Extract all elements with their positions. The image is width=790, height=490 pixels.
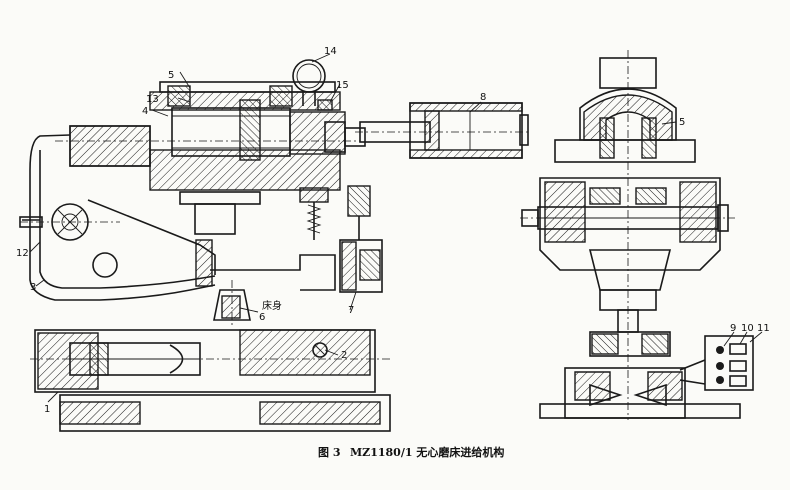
lower-base-right [539,367,741,419]
leader-lines-left [29,53,482,403]
figure-caption: 图 3 MZ1180/1 无心磨床进给机构 [318,445,504,459]
label-4: 4 [142,106,148,117]
label-bed: 床身 [262,299,282,312]
label-1: 1 [44,404,50,415]
top-bearing-housing [554,50,696,420]
label-8: 8 [480,92,486,103]
label-10: 10 [741,323,754,334]
label-13: 13 [146,94,159,105]
lever-arm-3 [19,134,216,301]
left-view [19,53,530,432]
label-9: 9 [730,323,736,334]
label-5-left: 5 [168,70,174,81]
limit-switch-block-9-10-11 [679,335,754,391]
upper-housing [55,81,366,191]
label-5-right: 5 [679,117,685,128]
lower-slide-assembly [30,329,391,432]
label-6: 6 [259,312,265,323]
label-11: 11 [757,323,770,334]
middle-bracket [179,185,371,291]
caption-title: MZ1180/1 无心磨床进给机构 [350,445,504,459]
label-2: 2 [341,350,347,361]
label-14: 14 [324,46,337,57]
label-3: 3 [30,282,36,293]
label-12: 12 [16,248,29,259]
lower-column [588,249,672,357]
label-7: 7 [348,305,354,316]
valve-block-7 [339,239,383,293]
right-view [520,50,763,420]
caption-figure-number: 图 3 [318,446,340,459]
hydraulic-cylinder-8 [355,102,530,159]
main-housing-right [520,177,735,271]
handwheel-14 [292,59,333,111]
label-15: 15 [336,80,349,91]
adjust-screw-6 [213,280,251,326]
part-number-labels: 1 2 3 4 5 5 6 7 8 9 10 11 12 13 14 15 床身 [16,46,770,415]
leader-lines-right [661,121,763,347]
